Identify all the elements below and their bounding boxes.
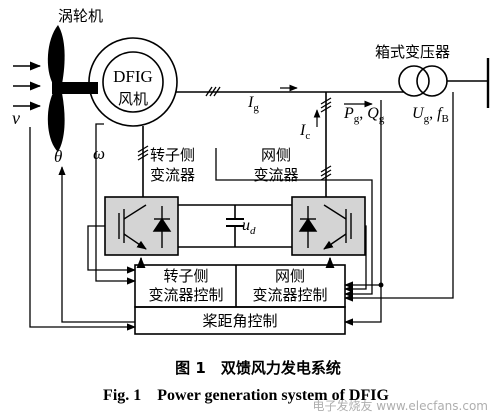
rotor-converter-label-1: 转子侧 <box>150 146 195 164</box>
transformer-primary-coil <box>398 65 430 97</box>
generator-label: 风机 <box>118 90 148 108</box>
dfig-outer-circle <box>88 37 178 127</box>
watermark: 电子发烧友 www.elecfans.com <box>312 398 488 413</box>
ig-label: Ig <box>247 94 259 114</box>
transformer-label: 箱式变压器 <box>375 43 450 61</box>
three-phase-mark-rotor <box>137 145 149 161</box>
wind-arrows <box>13 61 42 111</box>
rotor-converter-igbt-symbol <box>118 204 172 250</box>
pitch-control-label: 桨距角控制 <box>202 312 277 330</box>
pitch-angle-label: θ <box>54 147 62 166</box>
turbine-blades <box>47 25 98 152</box>
feedback-left <box>29 123 136 331</box>
ug-label: Ug, fB <box>412 105 449 125</box>
three-phase-mark-grid-lower <box>320 165 332 181</box>
rotor-control-label-1: 转子侧 <box>163 267 208 285</box>
turbine-label: 涡轮机 <box>58 7 103 25</box>
grid-converter-label-2: 变流器 <box>253 166 298 184</box>
caption-cn: 图 1 双馈风力发电系统 <box>175 359 341 377</box>
ic-label: Ic <box>299 122 310 142</box>
rotor-speed-label: ω <box>93 144 105 163</box>
dfig-inner-circle <box>102 51 164 113</box>
rotor-control-label-2: 变流器控制 <box>148 286 223 304</box>
three-phase-mark-stator <box>205 86 221 97</box>
grid-control-label-1: 网侧 <box>275 267 305 285</box>
grid-converter-igbt-symbol <box>298 204 352 250</box>
grid-control-label-2: 变流器控制 <box>252 286 327 304</box>
pq-label: Pg, Qg <box>343 105 385 125</box>
grid-converter-label-1: 网侧 <box>261 146 291 164</box>
three-phase-mark-grid <box>320 97 332 113</box>
dc-voltage-label: ud <box>242 217 256 237</box>
rotor-converter-label-2: 变流器 <box>150 166 195 184</box>
dfig-label: DFIG <box>113 67 153 86</box>
wind-speed-label: v <box>12 108 20 128</box>
caption-en: Fig. 1 Power generation system of DFIG <box>103 387 389 404</box>
feedback-right <box>215 92 454 326</box>
transformer-secondary-coil <box>416 65 448 97</box>
dc-link <box>178 204 292 248</box>
